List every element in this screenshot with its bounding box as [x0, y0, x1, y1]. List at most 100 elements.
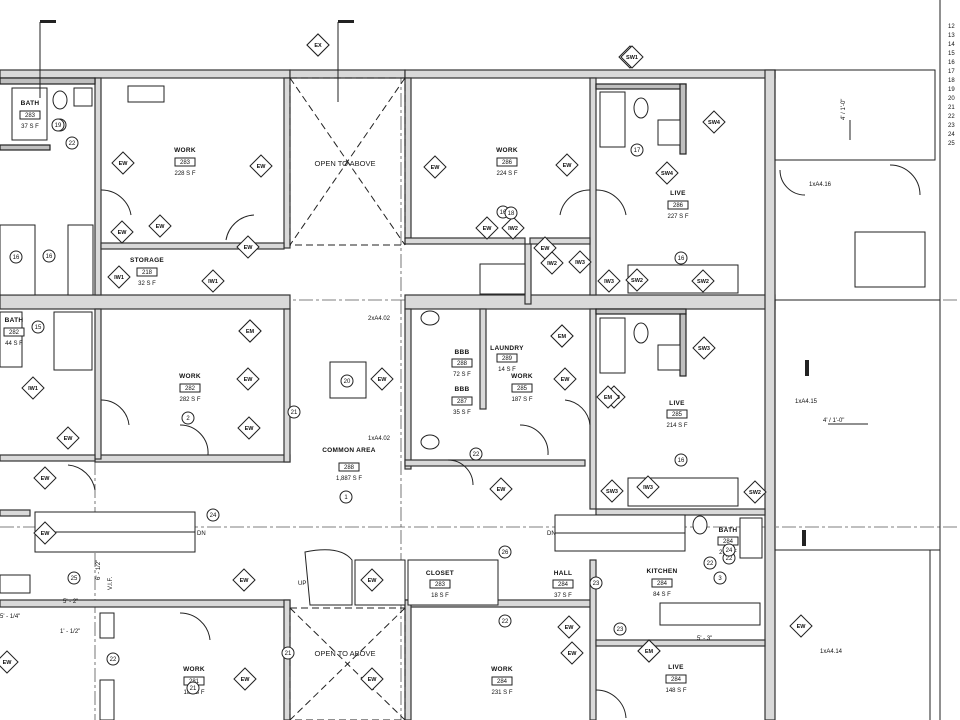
room-label: HALL 284 37 S F — [552, 570, 574, 599]
sheet-index-item: 24 — [948, 132, 955, 138]
wall-type-tag: EW — [553, 367, 577, 391]
svg-text:IW2: IW2 — [547, 261, 557, 267]
open-to-above-label-2: OPEN TO ABOVE — [315, 649, 376, 658]
svg-text:21: 21 — [291, 410, 298, 416]
svg-text:LIVE: LIVE — [669, 400, 685, 407]
svg-text:21: 21 — [190, 686, 197, 692]
svg-text:16: 16 — [678, 458, 685, 464]
open-to-above-upper: OPEN TO ABOVE — [289, 77, 406, 246]
svg-text:148 S F: 148 S F — [665, 688, 686, 694]
svg-text:EW: EW — [244, 245, 254, 251]
svg-text:EW: EW — [64, 436, 74, 442]
svg-text:IW3: IW3 — [643, 485, 653, 491]
svg-text:IW2: IW2 — [508, 226, 518, 232]
keynote-circle: 15 — [31, 320, 45, 334]
reference-label: 1xA4.02 — [368, 436, 391, 442]
open-to-above-lower: OPEN TO ABOVE — [289, 607, 406, 720]
room-label: WORK 283 228 S F — [174, 147, 196, 177]
wall-type-tag: EW — [236, 367, 260, 391]
room-label: WORK 282 282 S F — [179, 373, 201, 403]
svg-text:SW3: SW3 — [698, 346, 710, 352]
svg-text:44 S F: 44 S F — [5, 341, 23, 347]
sheet-index-item: 16 — [948, 60, 955, 66]
svg-text:283: 283 — [435, 582, 446, 588]
svg-text:285: 285 — [672, 412, 683, 418]
dimension-label: 4' / 1'-0" — [841, 99, 847, 120]
wall-type-tag: IW3 — [597, 269, 621, 293]
sheet-index-item: 21 — [948, 105, 955, 111]
wall-type-tag: IW2 — [501, 216, 525, 240]
svg-text:EW: EW — [156, 224, 166, 230]
svg-text:283: 283 — [25, 113, 36, 119]
svg-text:EW: EW — [483, 226, 493, 232]
stair-center — [304, 549, 499, 606]
wall-type-tag: IW1 — [201, 269, 225, 293]
wall-type-tag: EW — [423, 155, 447, 179]
room-label: LIVE 286 227 S F — [667, 190, 688, 220]
svg-text:286: 286 — [502, 160, 513, 166]
svg-text:24: 24 — [210, 513, 217, 519]
svg-text:25: 25 — [71, 576, 78, 582]
svg-text:EW: EW — [244, 377, 254, 383]
keynote-circle: 22 — [498, 614, 512, 628]
keynote-circle: 24 — [206, 508, 220, 522]
walls — [0, 69, 776, 720]
stair-dn-label: DN — [197, 531, 206, 537]
wall-type-tag: EM — [550, 324, 574, 348]
svg-text:WORK: WORK — [174, 147, 196, 154]
svg-text:BATH: BATH — [719, 527, 738, 534]
stair-right — [554, 514, 686, 552]
wall-type-tag: EW — [370, 367, 394, 391]
wall-type-tag: EW — [233, 667, 257, 691]
keynote-circle: 21 — [281, 646, 295, 660]
svg-text:SW3: SW3 — [606, 489, 618, 495]
wall-type-tag: EW — [360, 568, 384, 592]
svg-text:WORK: WORK — [511, 373, 533, 380]
svg-text:SW2: SW2 — [697, 279, 709, 285]
reference-label: 1xA4.15 — [795, 399, 818, 405]
keynote-circle: 21 — [186, 681, 200, 695]
wall-type-tag: IW2 — [540, 251, 564, 275]
keynote-circle: 17 — [630, 143, 644, 157]
wall-type-tag: EW — [56, 426, 80, 450]
svg-text:IW1: IW1 — [28, 386, 38, 392]
room-label: LIVE 285 214 S F — [666, 400, 687, 429]
wall-type-tag: SW1 — [620, 45, 644, 69]
svg-text:286: 286 — [673, 203, 684, 209]
sheet-index-item: 23 — [948, 123, 955, 129]
sheet-index-item: 12 — [948, 24, 955, 30]
sheet-index-item: 25 — [948, 141, 955, 147]
keynote-circle: 20 — [340, 374, 354, 388]
svg-text:COMMON AREA: COMMON AREA — [322, 447, 376, 454]
keynote-circle: 16 — [9, 250, 23, 264]
svg-text:EW: EW — [568, 651, 578, 657]
svg-text:EX: EX — [314, 43, 322, 49]
wall-type-tag: EW — [110, 220, 134, 244]
keynote-circle: 16 — [674, 453, 688, 467]
room-label: STORAGE 218 32 S F — [130, 257, 164, 287]
dimension-label: 5' - 2" — [63, 599, 78, 605]
svg-text:EW: EW — [561, 377, 571, 383]
svg-text:16: 16 — [678, 256, 685, 262]
sheet-index-item: 19 — [948, 87, 955, 93]
svg-text:EW: EW — [41, 476, 51, 482]
keynote-circle: 2 — [181, 411, 195, 425]
svg-text:284: 284 — [723, 539, 734, 545]
svg-text:22: 22 — [726, 556, 733, 562]
svg-text:18: 18 — [508, 211, 515, 217]
reference-label: 2xA4.02 — [368, 316, 391, 322]
svg-text:23: 23 — [593, 581, 600, 587]
keynote-circle: 16 — [42, 249, 56, 263]
sheet-index-item: 18 — [948, 78, 955, 84]
svg-text:22: 22 — [69, 141, 76, 147]
wall-type-tag: EW — [560, 641, 584, 665]
svg-text:37 S F: 37 S F — [21, 124, 39, 130]
svg-text:32 S F: 32 S F — [138, 281, 156, 287]
svg-text:IW1: IW1 — [114, 275, 124, 281]
svg-text:17: 17 — [634, 148, 641, 154]
room-label: WORK 285 187 S F — [511, 373, 533, 403]
room-label: LIVE 284 148 S F — [665, 664, 686, 694]
wall-type-tag: IW3 — [568, 250, 592, 274]
wall-type-tag: IW1 — [21, 376, 45, 400]
